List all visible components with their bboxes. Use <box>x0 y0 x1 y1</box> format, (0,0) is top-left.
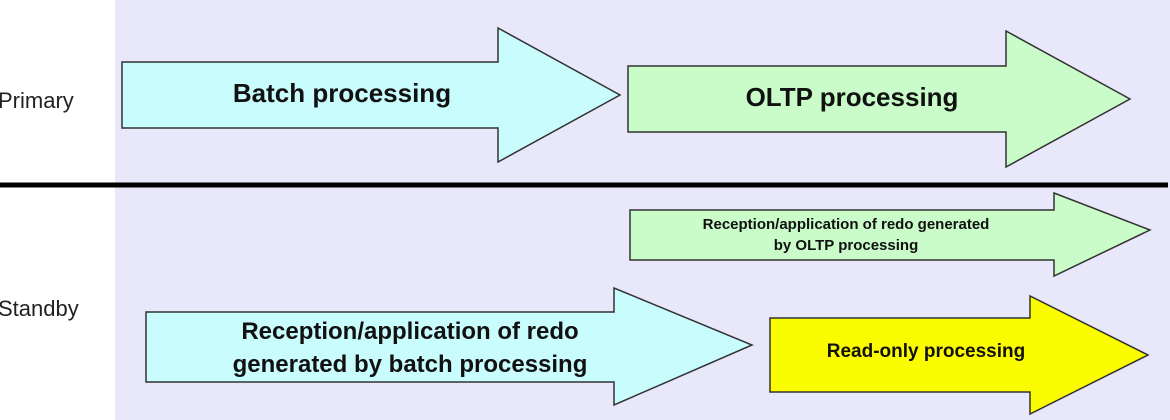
oltp-redo-apply-label-line2: by OLTP processing <box>774 237 918 254</box>
batch-redo-apply-arrow <box>145 286 754 407</box>
oltp-processing-arrow <box>627 29 1132 169</box>
read-only-processing-label: Read-only processing <box>827 341 1026 362</box>
oltp-processing-label: OLTP processing <box>746 82 959 112</box>
read-only-processing-arrow <box>769 294 1150 416</box>
standby-row-label: Standby <box>0 296 79 321</box>
batch-redo-apply-label-line2: generated by batch processing <box>233 351 588 378</box>
batch-processing-label: Batch processing <box>233 78 451 108</box>
primary-row-label: Primary <box>0 88 74 113</box>
oltp-redo-apply-arrow <box>629 191 1152 278</box>
oltp-redo-apply-label-line1: Reception/application of redo generated <box>703 216 990 233</box>
batch-redo-apply-label-line1: Reception/application of redo <box>241 318 578 345</box>
batch-processing-arrow <box>121 26 622 164</box>
